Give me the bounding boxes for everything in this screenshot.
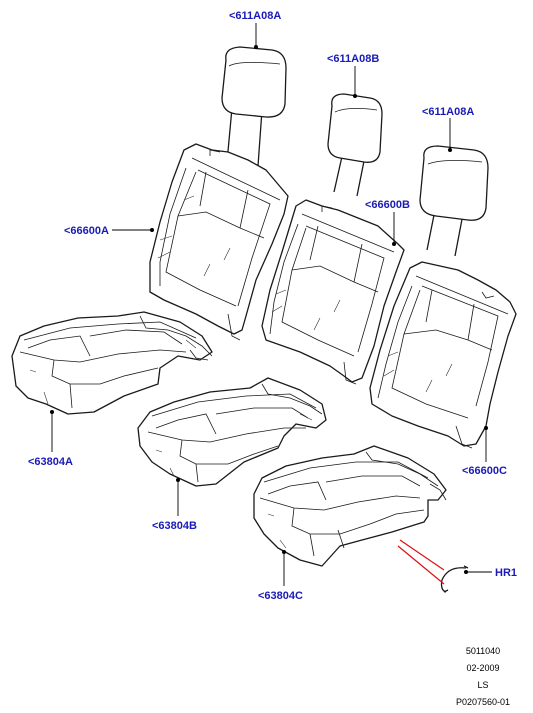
headrest-left	[221, 46, 287, 167]
footer-date: 02-2009	[466, 663, 500, 673]
callout-backrest-right: <66600C	[462, 465, 507, 477]
headrest-center	[327, 93, 383, 197]
callout-headrest-left: <611A08A	[229, 10, 281, 22]
backrest-right	[369, 261, 517, 449]
footer-model: LS	[477, 680, 489, 690]
callout-headrest-right: <611A08A	[422, 106, 474, 118]
hog-ring	[440, 565, 469, 593]
callout-leaders	[50, 23, 492, 586]
callout-backrest-center: <66600B	[365, 199, 410, 211]
hog-ring-red-leaders	[397, 539, 445, 585]
cushion-center	[137, 377, 327, 487]
footer-ref: P0207560-01	[455, 697, 511, 707]
headrest-right	[419, 145, 489, 257]
callout-cushion-left: <63804A	[28, 456, 73, 468]
callout-cushion-center: <63804B	[152, 520, 197, 532]
cushion-left	[11, 311, 213, 415]
footer-code: 5011040	[465, 646, 501, 656]
callout-hog-ring: HR1	[495, 567, 517, 579]
backrest-left	[149, 143, 289, 341]
callout-cushion-right: <63804C	[258, 590, 303, 602]
callout-headrest-center: <611A08B	[327, 53, 379, 65]
cushion-right	[253, 445, 447, 567]
callout-backrest-left: <66600A	[64, 225, 109, 237]
backrest-center	[261, 199, 405, 385]
